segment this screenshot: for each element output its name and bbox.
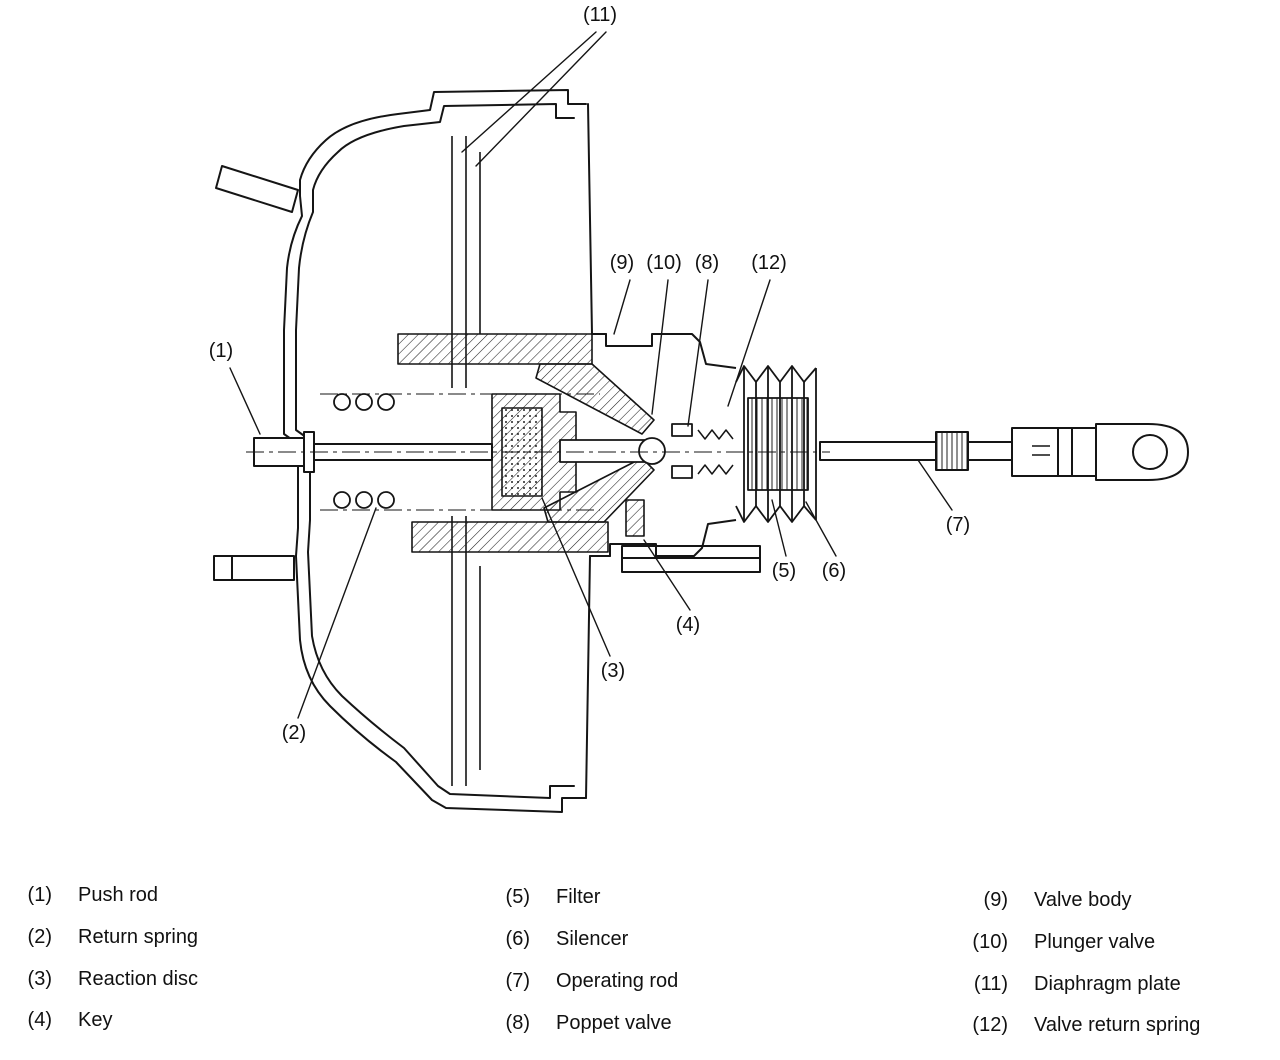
legend-item: (12) Valve return spring [946,1014,1200,1037]
legend-item: (3) Reaction disc [6,968,199,991]
legend-num: (1) [27,884,52,906]
legend-label: Valve body [1034,889,1132,911]
legend-num: (2) [27,926,52,948]
callout-6: (6) [821,560,847,582]
legend-num: (8) [505,1012,530,1034]
callout-12: (12) [751,252,787,274]
callout-3: (3) [600,660,626,682]
legend-label: Valve return spring [1034,1014,1201,1036]
legend-item: (4) Key [6,1009,113,1032]
clevis-eye [1132,434,1168,470]
callout-9: (9) [609,252,635,274]
callout-5: (5) [771,560,797,582]
callout-4: (4) [675,614,701,636]
legend-num: (12) [972,1014,1008,1036]
legend-num: (10) [972,931,1008,953]
plunger-valve-assembly [559,423,734,479]
valve-body [397,333,737,557]
legend-num: (7) [505,970,530,992]
legend-label: Filter [556,886,601,908]
callout-8: (8) [694,252,720,274]
legend-item: (2) Return spring [6,926,199,949]
filter-silencer-stack [747,397,809,491]
return-spring [333,393,395,509]
callout-1: (1) [208,340,234,362]
legend-label: Key [78,1009,113,1031]
legend-label: Reaction disc [78,968,199,990]
legend-label: Diaphragm plate [1034,973,1181,995]
legend-item: (1) Push rod [6,884,159,907]
legend-label: Plunger valve [1034,931,1156,953]
legend-num: (9) [983,889,1008,911]
legend-item: (7) Operating rod [484,970,679,993]
legend-num: (3) [27,968,52,990]
callout-2: (2) [281,722,307,744]
legend-num: (11) [973,973,1008,995]
brake-booster-diagram [213,31,1189,813]
legend-label: Push rod [78,884,159,906]
legend-item: (10) Plunger valve [946,931,1155,954]
legend-num: (4) [27,1009,52,1031]
mounting-studs [213,165,761,581]
legend-item: (9) Valve body [946,889,1132,912]
legend-item: (8) Poppet valve [484,1012,672,1035]
legend-label: Poppet valve [556,1012,672,1034]
operating-rod [819,423,1189,481]
callout-10: (10) [646,252,682,274]
callout-7: (7) [945,514,971,536]
key-part [625,499,645,537]
legend-item: (6) Silencer [484,928,629,951]
legend-num: (6) [505,928,530,950]
centerlines [246,393,830,511]
legend-label: Operating rod [556,970,679,992]
legend-item: (11) Diaphragm plate [946,973,1181,996]
legend-label: Return spring [78,926,199,948]
leader-lines [229,31,953,719]
legend-item: (5) Filter [484,886,601,909]
legend-num: (5) [505,886,530,908]
boot-bellows [735,365,817,523]
legend-label: Silencer [556,928,629,950]
callout-11: (11) [582,4,618,26]
